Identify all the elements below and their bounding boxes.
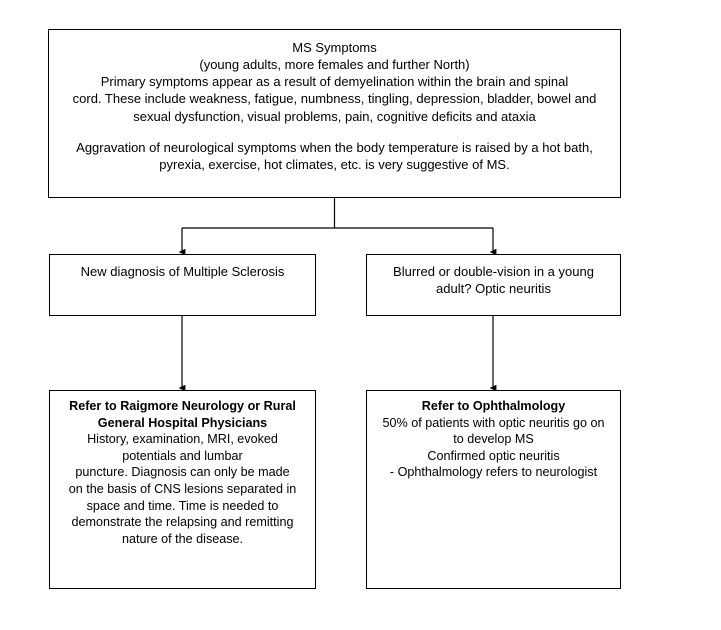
blurred-vision-text: Blurred or double-vision in a young adul… xyxy=(393,264,594,297)
ms-symptoms-spacer xyxy=(57,125,612,139)
node-refer-neurology: Refer to Raigmore Neurology or Rural Gen… xyxy=(49,390,316,589)
node-new-diagnosis: New diagnosis of Multiple Sclerosis xyxy=(49,254,316,316)
ms-symptoms-body-aggravation: Aggravation of neurological symptoms whe… xyxy=(76,139,593,172)
node-ms-symptoms: MS Symptoms (young adults, more females … xyxy=(48,29,621,198)
node-blurred-vision: Blurred or double-vision in a young adul… xyxy=(366,254,621,316)
ms-symptoms-heading: MS Symptoms xyxy=(292,40,377,55)
node-refer-ophthalmology: Refer to Ophthalmology 50% of patients w… xyxy=(366,390,621,589)
refer-neurology-heading: Refer to Raigmore Neurology or Rural Gen… xyxy=(69,399,296,430)
refer-neurology-body: History, examination, MRI, evoked potent… xyxy=(68,432,297,546)
new-diagnosis-text: New diagnosis of Multiple Sclerosis xyxy=(80,264,285,279)
ms-symptoms-body: Primary symptoms appear as a result of d… xyxy=(72,74,597,124)
ms-symptoms-subheading: (young adults, more females and further … xyxy=(199,57,470,73)
refer-ophthalmology-body: 50% of patients with optic neuritis go o… xyxy=(382,415,605,480)
refer-ophthalmology-heading: Refer to Ophthalmology xyxy=(421,399,566,413)
